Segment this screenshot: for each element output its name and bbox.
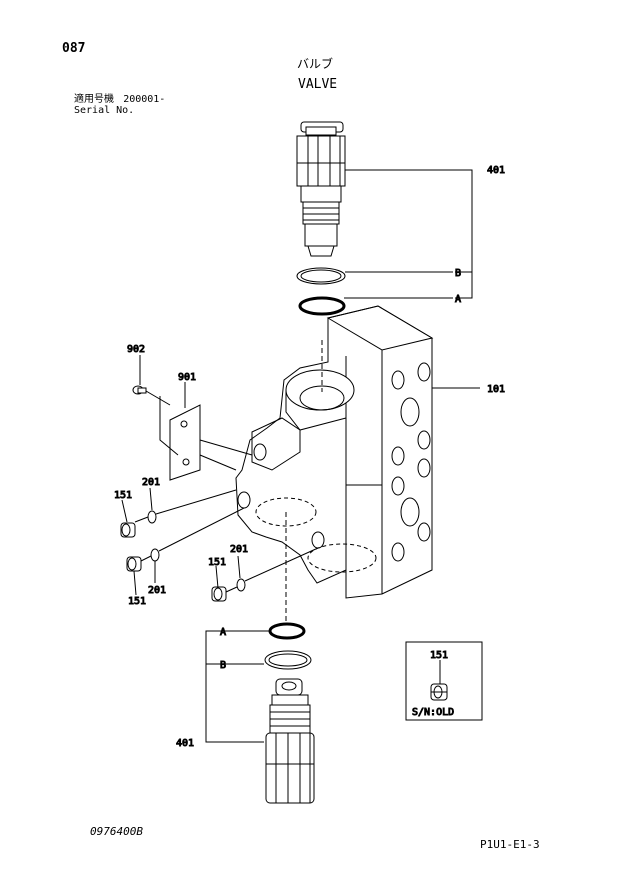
callout-401-bottom: 401 [176, 738, 194, 749]
backup-ring-b-bottom [264, 650, 312, 670]
o-ring-201-c [236, 578, 246, 592]
plug-151-a [120, 522, 136, 538]
ref-a-top: A [455, 294, 461, 305]
callout-401-top: 401 [487, 165, 505, 176]
serial-label-japanese: 適用号機 200001- [74, 95, 165, 105]
backup-ring-b-top [296, 267, 346, 285]
page-reference: P1U1-E1-3 [480, 838, 540, 851]
ref-b-top: B [455, 268, 461, 279]
callout-201-a: 201 [142, 477, 160, 488]
serial-label-jp-text: 適用号機 [74, 94, 114, 105]
page-number: 087 [62, 41, 86, 56]
o-ring-a-bottom [268, 622, 306, 640]
callout-201-c: 201 [230, 544, 248, 555]
valve-body-101 [235, 305, 434, 625]
serial-range: 200001- [123, 94, 166, 105]
callout-151-b: 151 [128, 596, 146, 607]
serial-label-english: Serial No. [74, 105, 135, 116]
ref-a-bottom: A [220, 627, 226, 638]
screw-902 [132, 385, 147, 395]
ref-b-bottom: B [220, 660, 226, 671]
inset-note: S/N:OLD [412, 707, 454, 718]
inset-part-label: 151 [430, 650, 448, 661]
document-code: 0976400B [90, 825, 143, 838]
title-japanese: バルブ [297, 57, 334, 71]
callout-901: 901 [178, 372, 196, 383]
o-ring-a-top [298, 296, 346, 316]
plug-151-b [126, 556, 142, 572]
plate-901 [169, 404, 201, 481]
o-ring-201-a [147, 510, 157, 524]
top-cartridge-401 [296, 121, 346, 257]
callout-101: 101 [487, 384, 505, 395]
callout-201-b: 201 [148, 585, 166, 596]
o-ring-201-b [150, 548, 160, 562]
callout-151-a: 151 [114, 490, 132, 501]
callout-902: 902 [127, 344, 145, 355]
plug-151-c [211, 586, 227, 602]
callout-151-c: 151 [208, 557, 226, 568]
page-title: VALVE [298, 77, 338, 92]
inset-box-old-plug: 151 S/N:OLD [405, 641, 483, 721]
bottom-cartridge-401 [265, 678, 315, 804]
